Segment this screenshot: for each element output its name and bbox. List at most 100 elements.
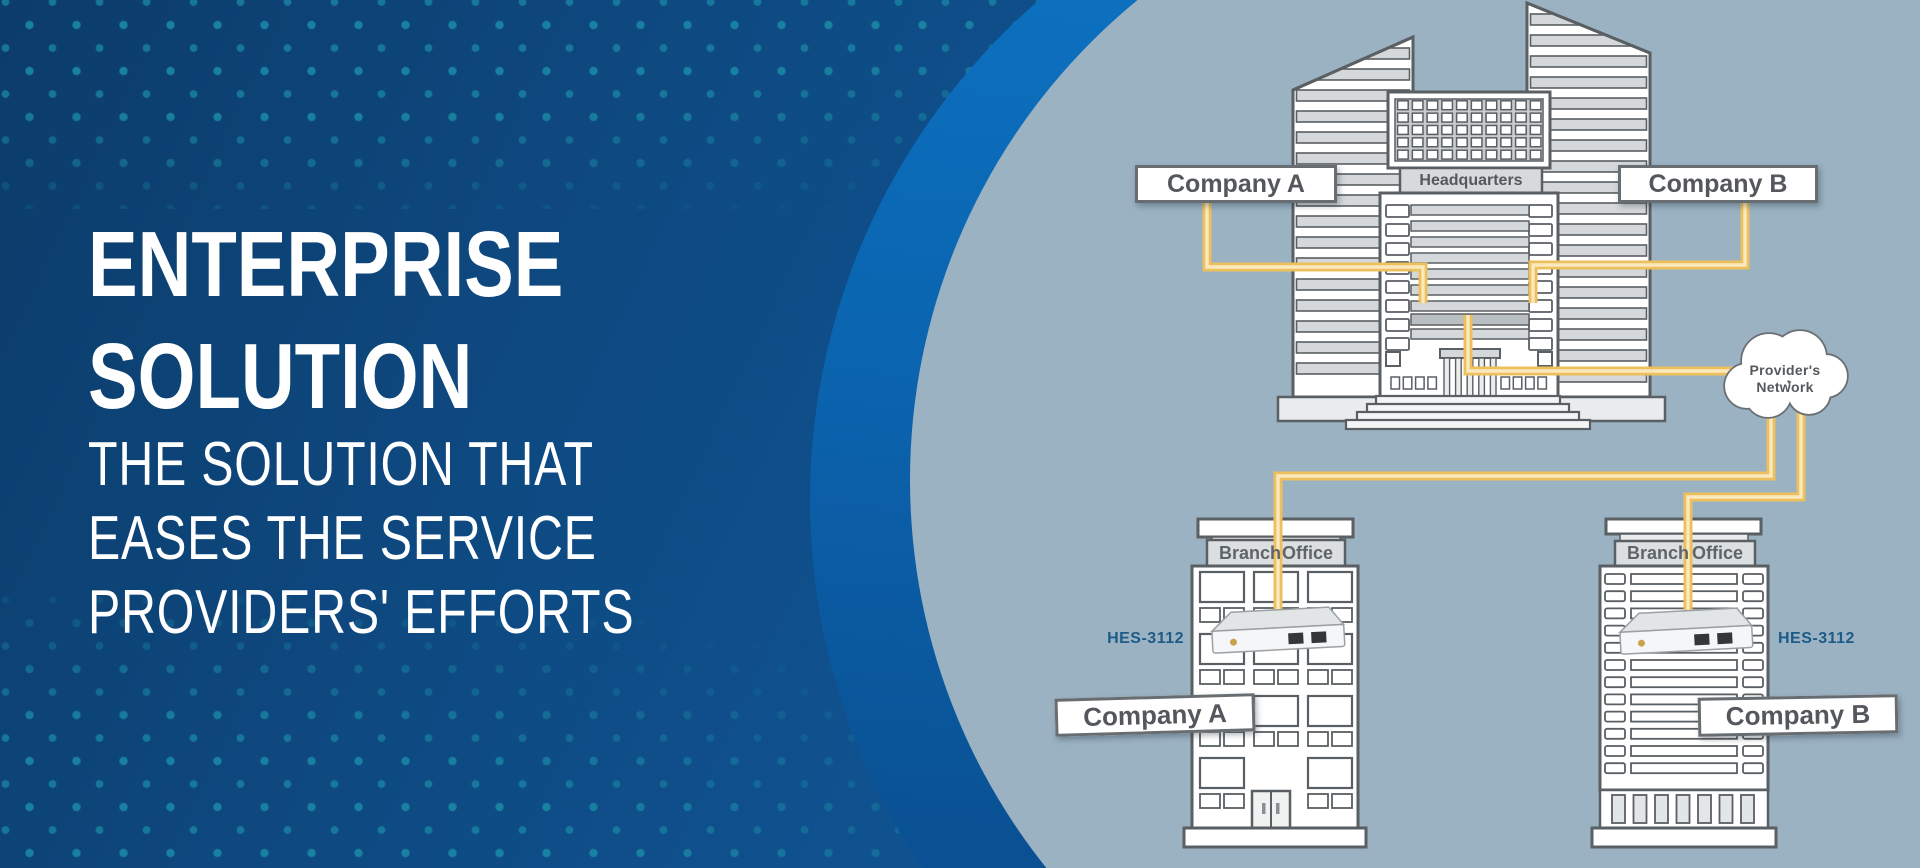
window-pane [1455, 137, 1468, 148]
window-pane [1500, 137, 1513, 148]
window-pane [1742, 590, 1764, 603]
window-pane [1455, 149, 1468, 160]
window-pane [1740, 794, 1755, 824]
window-pane [1718, 794, 1734, 824]
window-pane [1223, 669, 1245, 685]
window-pane [1529, 137, 1542, 148]
window-pane [1742, 659, 1764, 671]
window-pane [1410, 268, 1530, 280]
ethernet-port-icon [1717, 632, 1733, 645]
window-pane [1537, 376, 1548, 390]
window-pane [1331, 669, 1353, 685]
window-pane [1514, 100, 1527, 111]
window-pane [1441, 124, 1454, 136]
window-pane [1410, 284, 1530, 296]
window-pane [1529, 55, 1648, 68]
window-pane [1331, 731, 1353, 747]
window-pane [1675, 794, 1691, 824]
window-pane [1441, 100, 1454, 111]
window-pane [1524, 376, 1535, 390]
window-pane [1470, 112, 1483, 123]
window-pane [1426, 137, 1439, 148]
window-pane [1454, 357, 1462, 398]
ethernet-port-icon [1311, 631, 1327, 644]
window-pane [1604, 676, 1626, 689]
window-pane [1528, 318, 1553, 332]
window-pane [1396, 149, 1409, 160]
window-pane [1604, 607, 1626, 620]
hq-steps [1344, 394, 1592, 431]
window-pane [1295, 68, 1411, 81]
window-pane [1307, 669, 1329, 685]
window-pane [1199, 731, 1221, 747]
window-pane [1529, 76, 1648, 89]
hes-3112-device-right [1617, 607, 1754, 655]
window-pane [1512, 376, 1523, 390]
hero-subtitle: THE SOLUTION THAT EASES THE SERVICE PROV… [88, 428, 634, 650]
window-pane [1742, 676, 1764, 689]
window-pane [1470, 137, 1483, 148]
window-pane [1385, 299, 1410, 313]
window-pane [1306, 570, 1354, 604]
window-pane [1385, 351, 1401, 367]
window-pane [1396, 124, 1409, 136]
hero-text-block: ENTERPRISE SOLUTION THE SOLUTION THAT EA… [88, 208, 788, 650]
window-pane [1630, 745, 1738, 757]
window-pane [1485, 137, 1498, 148]
window-pane [1500, 149, 1513, 160]
hero-subtitle-line2: EASES THE SERVICE [88, 504, 597, 573]
window-pane [1198, 756, 1246, 790]
window-pane [1742, 710, 1764, 723]
window-pane [1485, 100, 1498, 111]
window-pane [1485, 112, 1498, 123]
window-pane [1514, 137, 1527, 148]
hq-building [1276, 0, 1667, 431]
hes-3112-device-left [1209, 606, 1346, 654]
window-pane [1455, 124, 1468, 136]
window-pane [1441, 149, 1454, 160]
window-pane [1632, 794, 1648, 824]
window-pane [1410, 236, 1530, 248]
window-pane [1604, 573, 1626, 585]
ethernet-port-icon [1694, 633, 1710, 646]
window-pane [1410, 300, 1530, 312]
window-pane [1529, 124, 1542, 136]
window-pane [1478, 357, 1486, 398]
window-pane [1742, 727, 1764, 740]
window-pane [1528, 337, 1553, 351]
window-pane [1426, 124, 1439, 136]
window-pane [1485, 149, 1498, 160]
window-pane [1223, 793, 1245, 809]
window-pane [1529, 112, 1542, 123]
window-pane [1426, 100, 1439, 111]
window-pane [1411, 124, 1424, 136]
window-pane [1630, 676, 1738, 689]
window-pane [1470, 100, 1483, 111]
window-pane [1604, 710, 1626, 723]
window-pane [1410, 220, 1530, 232]
window-pane [1500, 112, 1513, 123]
hero-subtitle-line3: PROVIDERS' EFFORTS [88, 578, 635, 647]
window-pane [1528, 242, 1553, 256]
window-pane [1252, 694, 1300, 728]
window-pane [1306, 694, 1354, 728]
window-pane [1630, 727, 1738, 740]
window-pane [1529, 149, 1542, 160]
window-pane [1528, 204, 1553, 218]
window-pane [1385, 242, 1410, 256]
window-pane [1742, 693, 1764, 706]
window-pane [1514, 149, 1527, 160]
window-pane [1426, 149, 1439, 160]
window-pane [1295, 173, 1411, 186]
window-pane [1396, 100, 1409, 111]
window-pane [1697, 794, 1712, 824]
window-pane [1529, 100, 1542, 111]
window-pane [1529, 181, 1648, 194]
hero-title-line2: SOLUTION [88, 324, 473, 428]
ethernet-port-icon [1288, 632, 1304, 645]
window-pane [1385, 280, 1410, 294]
window-pane [1514, 124, 1527, 136]
window-pane [1443, 357, 1451, 398]
window-pane [1411, 149, 1424, 160]
